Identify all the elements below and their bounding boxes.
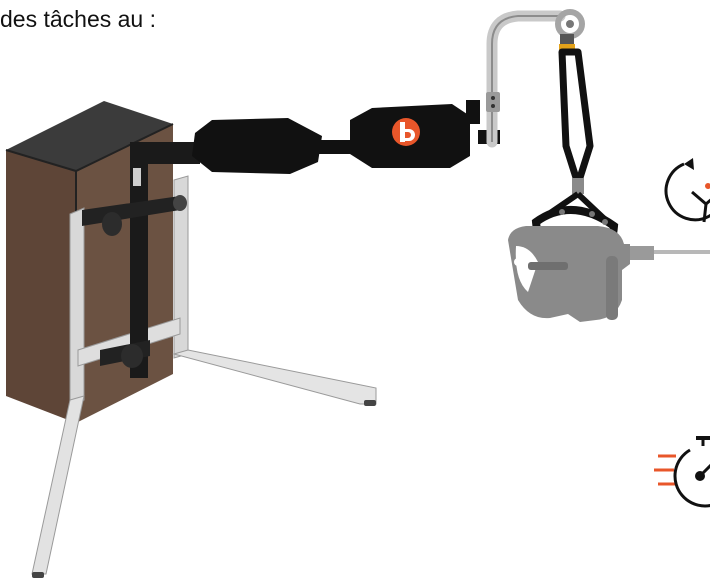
- stand-frame: [32, 176, 376, 578]
- brand-logo: [392, 118, 420, 146]
- stopwatch-speed-icon: [654, 436, 710, 506]
- person-rotate-icon: [666, 158, 710, 222]
- support-arm: [130, 100, 500, 174]
- stand-foot: [32, 572, 44, 578]
- stand-foot: [364, 400, 376, 406]
- cabinet-side: [76, 124, 173, 423]
- cabinet-front: [6, 150, 76, 423]
- hammer-drill: [508, 226, 710, 322]
